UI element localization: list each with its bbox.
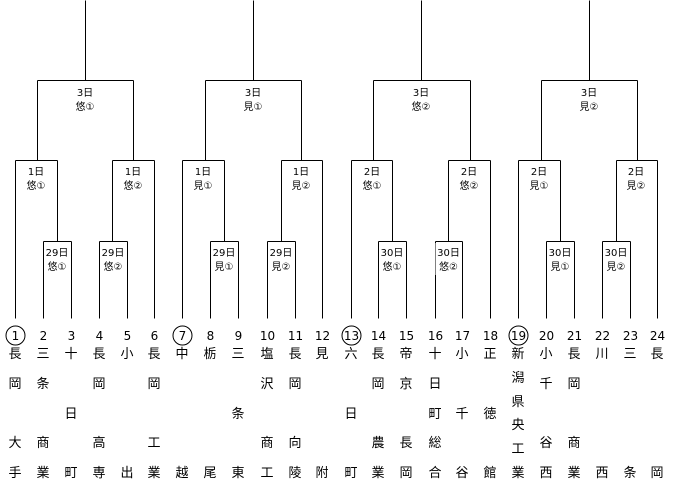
quarterfinal-label-bg bbox=[526, 162, 552, 194]
quarterfinal-label-day: 2日 bbox=[461, 167, 477, 178]
semifinal-label-venue: 悠① bbox=[76, 100, 95, 113]
seed-ring bbox=[5, 325, 26, 346]
match-labels: 3日悠①3日見①3日悠②3日見②1日悠①1日悠②1日見①1日見②2日悠①2日悠②… bbox=[23, 83, 649, 275]
quarterfinal-label-bg bbox=[190, 162, 216, 194]
first-round-label-day: 29日 bbox=[270, 248, 293, 259]
seed-number: 10 bbox=[260, 329, 275, 343]
seed-number: 13 bbox=[344, 329, 359, 343]
quarterfinal-label-day: 1日 bbox=[293, 167, 309, 178]
quarterfinal-label-venue: 見① bbox=[530, 180, 549, 192]
seed-number: 24 bbox=[650, 329, 665, 343]
quarterfinal-label-venue: 見② bbox=[627, 180, 646, 192]
quarterfinal-label-venue: 悠② bbox=[460, 179, 479, 192]
quarterfinal-label-bg bbox=[623, 162, 649, 194]
quarterfinal-label-bg bbox=[288, 162, 314, 194]
quarterfinal-label-bg bbox=[456, 162, 482, 194]
first-round-label-bg bbox=[603, 243, 629, 275]
first-round-label-bg bbox=[100, 243, 126, 275]
seed-number: 2 bbox=[40, 329, 48, 343]
first-round-label-day: 29日 bbox=[213, 248, 236, 259]
seed-number: 20 bbox=[539, 329, 554, 343]
first-round-label-bg bbox=[379, 243, 405, 275]
first-round-label-venue: 見① bbox=[215, 261, 234, 273]
seed-ring bbox=[172, 325, 193, 346]
seed-number: 14 bbox=[371, 329, 386, 343]
first-round-label-venue: 悠② bbox=[439, 260, 458, 273]
first-round-label-day: 29日 bbox=[102, 248, 125, 259]
quarterfinal-label-bg bbox=[359, 162, 385, 194]
semifinal-label-day: 3日 bbox=[413, 88, 429, 99]
first-round-label-day: 30日 bbox=[549, 248, 572, 259]
quarterfinal-label-venue: 見② bbox=[292, 180, 311, 192]
seed-number: 18 bbox=[483, 329, 498, 343]
bracket-lines bbox=[15, 0, 658, 319]
first-round-label-day: 30日 bbox=[605, 248, 628, 259]
quarterfinal-label-day: 2日 bbox=[628, 167, 644, 178]
semifinal-label-bg bbox=[72, 83, 98, 115]
semifinal-label-venue: 悠② bbox=[412, 100, 431, 113]
seed-number: 4 bbox=[96, 329, 104, 343]
seed-number: 23 bbox=[623, 329, 638, 343]
seed-number: 17 bbox=[455, 329, 470, 343]
quarterfinal-label-venue: 見① bbox=[194, 180, 213, 192]
semifinal-label-bg bbox=[408, 83, 434, 115]
seed-number: 21 bbox=[567, 329, 582, 343]
first-round-label-bg bbox=[268, 243, 294, 275]
quarterfinal-label-day: 1日 bbox=[125, 167, 141, 178]
quarterfinal-label-day: 2日 bbox=[364, 167, 380, 178]
semifinal-label-day: 3日 bbox=[581, 88, 597, 99]
quarterfinal-label-bg bbox=[23, 162, 49, 194]
seed-number: 5 bbox=[124, 329, 132, 343]
quarterfinal-label-venue: 悠① bbox=[363, 179, 382, 192]
first-round-label-day: 30日 bbox=[437, 248, 460, 259]
seed-number: 16 bbox=[428, 329, 443, 343]
semifinal-label-bg bbox=[240, 83, 266, 115]
seed-number: 7 bbox=[179, 329, 187, 343]
first-round-label-bg bbox=[547, 243, 573, 275]
seed-number: 8 bbox=[207, 329, 215, 343]
first-round-label-venue: 見② bbox=[607, 261, 626, 273]
quarterfinal-label-venue: 悠① bbox=[27, 179, 46, 192]
first-round-label-venue: 見② bbox=[272, 261, 291, 273]
quarterfinal-label-bg bbox=[120, 162, 146, 194]
seed-number: 12 bbox=[315, 329, 330, 343]
quarterfinal-label-day: 2日 bbox=[531, 167, 547, 178]
quarterfinal-label-day: 1日 bbox=[28, 167, 44, 178]
first-round-label-day: 29日 bbox=[46, 248, 69, 259]
first-round-label-venue: 悠② bbox=[104, 260, 123, 273]
seed-number: 15 bbox=[399, 329, 414, 343]
seed-number: 19 bbox=[511, 329, 526, 343]
quarterfinal-label-day: 1日 bbox=[195, 167, 211, 178]
seed-number: 9 bbox=[235, 329, 243, 343]
seed-ring bbox=[341, 325, 362, 346]
seed-number: 6 bbox=[151, 329, 159, 343]
semifinal-label-day: 3日 bbox=[245, 88, 261, 99]
first-round-label-day: 30日 bbox=[381, 248, 404, 259]
first-round-label-venue: 悠① bbox=[48, 260, 67, 273]
first-round-label-bg bbox=[211, 243, 237, 275]
seed-ring bbox=[508, 325, 529, 346]
seed-number: 3 bbox=[68, 329, 76, 343]
seed-number: 22 bbox=[595, 329, 610, 343]
seed-number: 1 bbox=[12, 329, 20, 343]
seed-number: 11 bbox=[288, 329, 303, 343]
semifinal-label-day: 3日 bbox=[77, 88, 93, 99]
quarterfinal-label-venue: 悠② bbox=[124, 179, 143, 192]
first-round-label-venue: 見① bbox=[551, 261, 570, 273]
first-round-label-venue: 悠① bbox=[383, 260, 402, 273]
first-round-label-bg bbox=[435, 243, 462, 275]
first-round-label-bg bbox=[44, 243, 70, 275]
semifinal-label-venue: 見② bbox=[580, 101, 599, 113]
semifinal-label-venue: 見① bbox=[244, 101, 263, 113]
semifinal-label-bg bbox=[576, 83, 602, 115]
